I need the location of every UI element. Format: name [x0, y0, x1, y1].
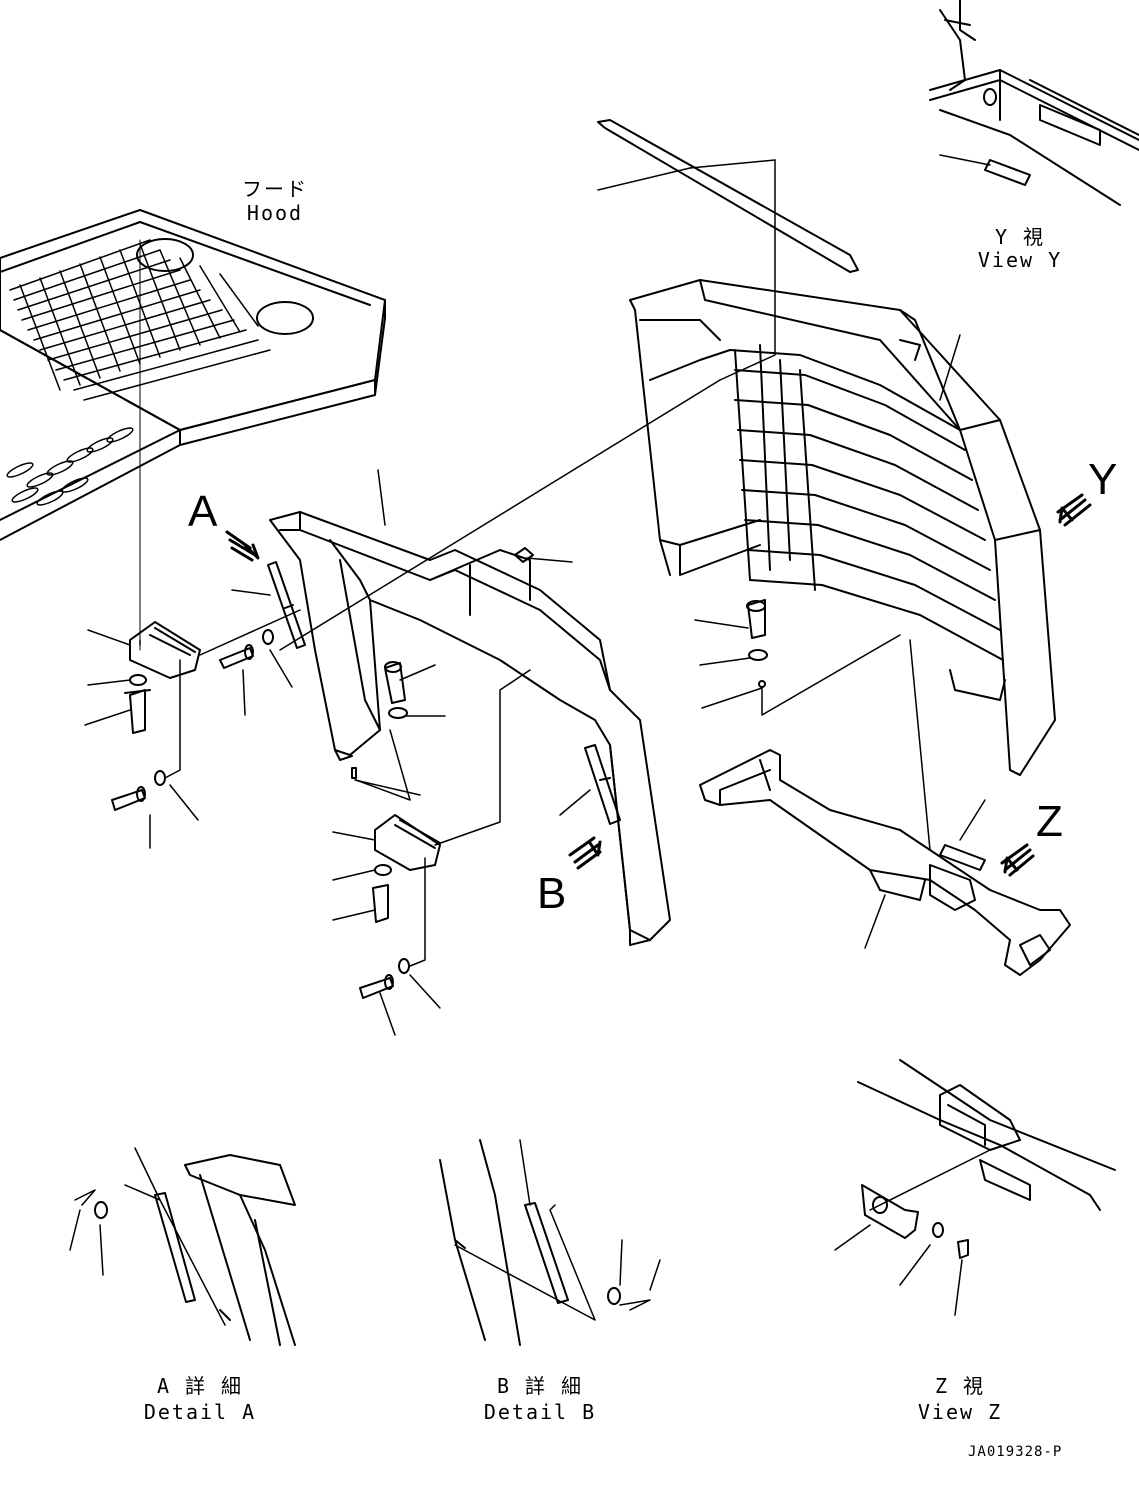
detail-b-label-en: Detail B	[483, 1400, 597, 1424]
support-frame	[270, 512, 670, 945]
detail-b-label-jp: B 詳 細	[496, 1374, 584, 1398]
view-arrows	[227, 495, 1090, 875]
view-z-label-en: View Z	[917, 1400, 1003, 1424]
top-strip	[598, 120, 858, 272]
detail-a-label-jp: A 詳 細	[156, 1374, 244, 1398]
marker-a: A	[188, 487, 218, 536]
front-grille	[630, 280, 1055, 775]
detail-a-label-en: Detail A	[143, 1400, 257, 1424]
view-z-drawing	[835, 1060, 1115, 1315]
view-z-label-jp: Z 視	[934, 1374, 986, 1398]
hinge-center	[373, 815, 440, 922]
view-y-label-en: View Y	[977, 248, 1063, 272]
grille-support-bar	[700, 750, 1070, 975]
leader-lines	[85, 380, 930, 1035]
marker-y: Y	[1088, 455, 1118, 504]
bolts	[112, 548, 767, 998]
gas-strut-left	[268, 562, 305, 648]
hood-label-en: Hood	[246, 201, 304, 225]
marker-b: B	[537, 869, 567, 918]
gas-strut-right	[585, 745, 620, 824]
hood-panel	[0, 210, 385, 650]
drawing-code: JA019328-P	[968, 1444, 1063, 1460]
hood-label-jp: フード	[242, 177, 308, 201]
detail-a-drawing	[70, 1148, 295, 1345]
detail-b-drawing	[440, 1140, 660, 1345]
marker-z: Z	[1036, 797, 1063, 846]
view-y-detail	[930, 0, 1139, 205]
hinge-left	[125, 622, 200, 733]
view-y-label-jp: Y 視	[994, 225, 1046, 249]
